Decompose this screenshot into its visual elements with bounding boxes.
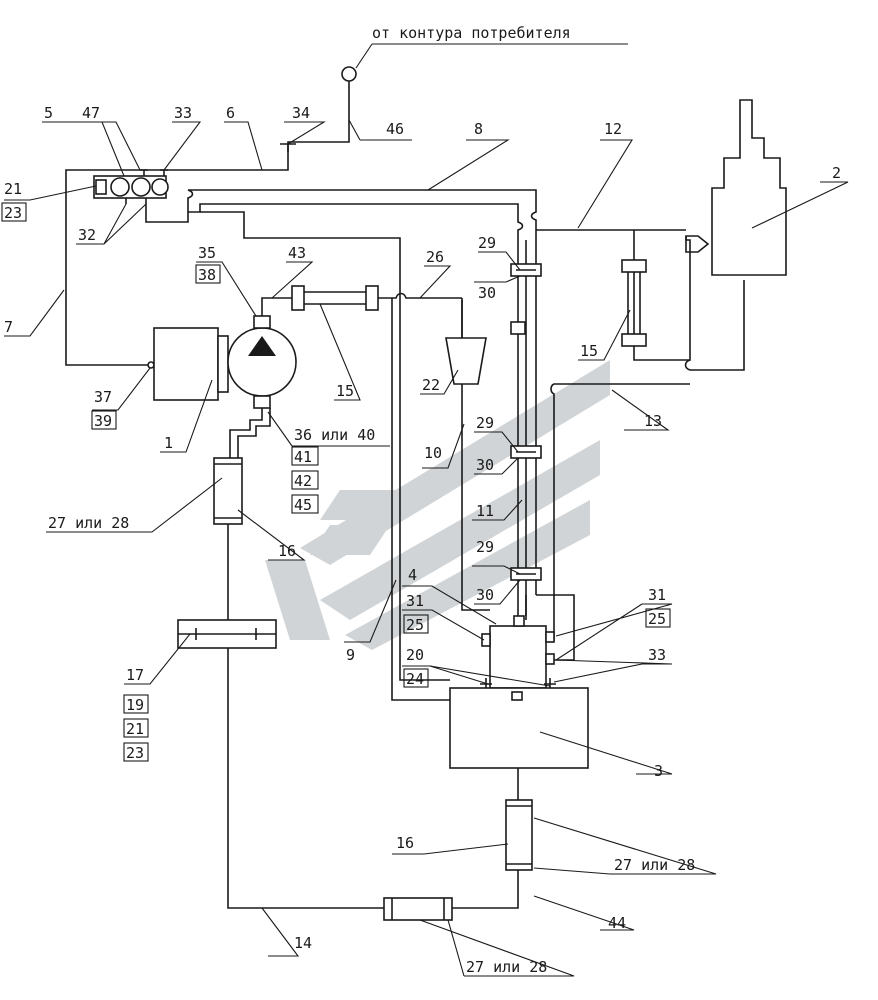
device-17 — [177, 619, 277, 649]
pipe-return-26 — [200, 211, 401, 300]
tank-2 — [685, 99, 787, 276]
label-8: 8 — [474, 120, 483, 138]
label-34: 34 — [292, 104, 310, 122]
label-44: 44 — [608, 914, 626, 932]
label-35: 35 — [198, 244, 216, 262]
fitting-small — [510, 321, 526, 335]
manifold-block-5 — [93, 169, 169, 204]
electric-motor-1 — [153, 327, 229, 401]
label-16-bottom: 16 — [396, 834, 414, 852]
label-22: 22 — [422, 376, 440, 394]
label-32: 32 — [78, 226, 96, 244]
pipe-9 — [391, 298, 450, 701]
pipe-15-branch — [633, 230, 690, 361]
label-12: 12 — [604, 120, 622, 138]
label-39: 39 — [94, 412, 112, 430]
caption-leader — [355, 43, 373, 69]
label-38: 38 — [198, 266, 216, 284]
label-30-low: 30 — [476, 586, 494, 604]
label-17: 17 — [126, 666, 144, 684]
pipe-26 — [378, 292, 462, 299]
filter-16-horizontal — [383, 897, 453, 921]
pipe-13 — [548, 383, 690, 641]
label-9: 9 — [346, 646, 355, 664]
pipe-8 — [187, 189, 537, 595]
pipe-44 — [452, 870, 519, 909]
pipe-43 — [261, 297, 296, 316]
label-25-left: 25 — [406, 616, 424, 634]
filter-22 — [445, 337, 487, 385]
label-25-right: 25 — [648, 610, 666, 628]
coupling-29-30-top — [510, 263, 542, 277]
label-24: 24 — [406, 670, 424, 688]
pipe-14 — [227, 524, 384, 909]
pipe-9-inner — [399, 300, 450, 681]
label-27-or-28-right: 27 или 28 — [614, 856, 695, 874]
label-30-mid: 30 — [476, 456, 494, 474]
label-29-top: 29 — [478, 234, 496, 252]
coupling-29-30-mid — [510, 445, 542, 459]
label-3: 3 — [654, 762, 663, 780]
label-33-right: 33 — [648, 646, 666, 664]
filter-15-left — [291, 285, 379, 311]
label-29-low: 29 — [476, 538, 494, 556]
label-7: 7 — [4, 318, 13, 336]
label-21-bottom: 21 — [126, 720, 144, 738]
consumer-connection-point — [341, 66, 357, 82]
label-27-or-28-left: 27 или 28 — [48, 514, 129, 532]
pump-35 — [227, 315, 297, 409]
label-43: 43 — [288, 244, 306, 262]
label-14: 14 — [294, 934, 312, 952]
label-41: 41 — [294, 448, 312, 466]
label-23-top: 23 — [4, 204, 22, 222]
label-11: 11 — [476, 502, 494, 520]
label-31-left: 31 — [406, 592, 424, 610]
pipe-manifold-return — [145, 204, 189, 223]
label-2: 2 — [832, 164, 841, 182]
watermark-logo — [265, 360, 610, 650]
filter-16-bottom — [505, 799, 533, 871]
pipe-8-inner — [188, 203, 524, 240]
fitting-37 — [147, 361, 155, 369]
label-15-left: 15 — [336, 382, 354, 400]
pipe-36 — [229, 408, 263, 460]
pipe-36-b — [237, 408, 271, 460]
label-33-top: 33 — [174, 104, 192, 122]
unit-4 — [481, 615, 555, 689]
label-5: 5 — [44, 104, 53, 122]
label-23-bottom: 23 — [126, 744, 144, 762]
leader-lines — [4, 119, 849, 977]
label-1: 1 — [164, 434, 173, 452]
label-6: 6 — [226, 104, 235, 122]
label-27-or-28-bottom: 27 или 28 — [466, 958, 547, 976]
label-16-left: 16 — [278, 542, 296, 560]
label-13: 13 — [644, 412, 662, 430]
pipe-10 — [461, 300, 490, 611]
label-20: 20 — [406, 646, 424, 664]
coupling-29-30-low — [510, 567, 542, 581]
label-46: 46 — [386, 120, 404, 138]
label-37: 37 — [94, 388, 112, 406]
label-4: 4 — [408, 566, 417, 584]
filter-15-right — [621, 259, 647, 347]
label-15-right: 15 — [580, 342, 598, 360]
pipe-6-7 — [65, 150, 289, 366]
label-21-top: 21 — [4, 180, 22, 198]
label-31-right: 31 — [648, 586, 666, 604]
pipe-12-loop — [684, 236, 745, 371]
label-30-top: 30 — [478, 284, 496, 302]
label-19: 19 — [126, 696, 144, 714]
label-29-mid: 29 — [476, 414, 494, 432]
label-10: 10 — [424, 444, 442, 462]
consumer-circuit-caption: от контура потребителя — [372, 24, 571, 42]
label-26: 26 — [426, 248, 444, 266]
label-47: 47 — [82, 104, 100, 122]
labels: 5 47 33 6 34 46 8 12 2 21 23 32 29 30 35… — [1, 104, 841, 976]
label-36-or-40: 36 или 40 — [294, 426, 375, 444]
label-42: 42 — [294, 472, 312, 490]
tank-3 — [449, 678, 589, 769]
filter-16-left — [213, 457, 243, 525]
label-45: 45 — [294, 496, 312, 514]
